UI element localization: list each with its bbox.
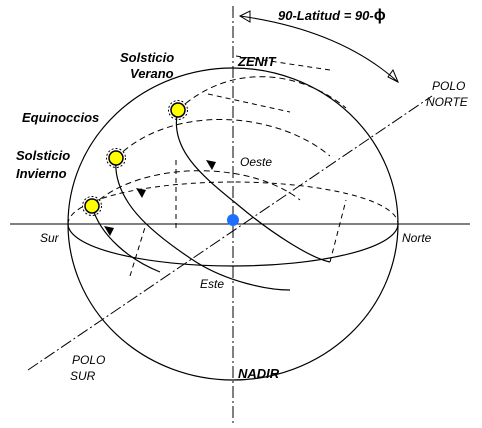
latitude-angle-arc (239, 15, 399, 83)
summer-solstice-label-line1: Solsticio (120, 50, 174, 65)
polar-axis (27, 95, 433, 371)
sun-icon (82, 196, 102, 216)
path-arrow-winter (104, 226, 114, 236)
path-arrow-summer (206, 160, 216, 170)
zenith-label: ZENIT (237, 54, 277, 69)
angle-arrow-end (387, 68, 399, 84)
summer-solstice-label-line2: Verano (130, 66, 174, 81)
equinoxes-label: Equinoccios (22, 110, 99, 125)
sun-icon (168, 100, 188, 120)
horizon-front (67, 223, 399, 267)
winter-solstice-path-back (91, 170, 301, 207)
winter-solstice-label-line1: Solsticio (16, 148, 70, 163)
nadir-label: NADIR (238, 366, 280, 381)
south-pole-label-line1: POLO (72, 353, 105, 367)
latitude-formula-label: 90-Latitud = 90-ϕ (278, 7, 386, 24)
equinox-path-front (115, 157, 291, 291)
north-label: Norte (402, 231, 432, 245)
summer-solstice-path-back (177, 76, 347, 111)
north-pole-label-line2: NORTE (426, 95, 469, 109)
south-pole-label-line2: SUR (70, 369, 96, 383)
guide-line-3 (329, 199, 347, 263)
guide-line-5 (207, 93, 291, 113)
equinox-path-back (115, 119, 331, 159)
angle-arrow-start (238, 10, 251, 23)
south-label: Sur (40, 231, 60, 245)
observer-dot-icon (227, 214, 239, 226)
north-pole-label-line1: POLO (432, 79, 465, 93)
path-arrow-equinox (136, 188, 146, 198)
west-label: Oeste (240, 155, 272, 169)
sun-icon (106, 148, 126, 168)
guide-line-2 (129, 223, 147, 277)
east-label: Este (200, 277, 224, 291)
guide-line-4 (235, 55, 331, 71)
winter-solstice-label-line2: Invierno (16, 166, 67, 181)
summer-solstice-path-front (175, 109, 331, 263)
winter-solstice-path-front (91, 205, 161, 273)
